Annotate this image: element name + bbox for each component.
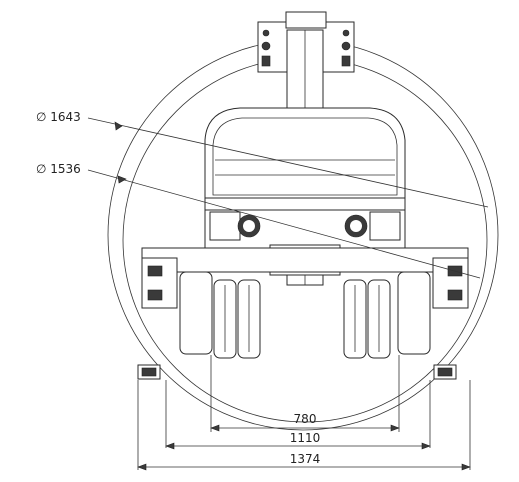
label-diameter-inner: ∅ 1536: [36, 162, 81, 176]
label-width-1110: 1110: [290, 431, 321, 445]
wheel-left-pair: [179, 271, 261, 359]
axle-beam: [141, 247, 469, 309]
leader-line-inner: [87, 169, 481, 279]
wheel-right-pair: [343, 271, 431, 359]
label-width-1374: 1374: [290, 452, 321, 466]
leader-line-outer: [87, 117, 489, 208]
label-diameter-outer: ∅ 1643: [36, 110, 81, 124]
label-width-780: 780: [294, 412, 317, 426]
